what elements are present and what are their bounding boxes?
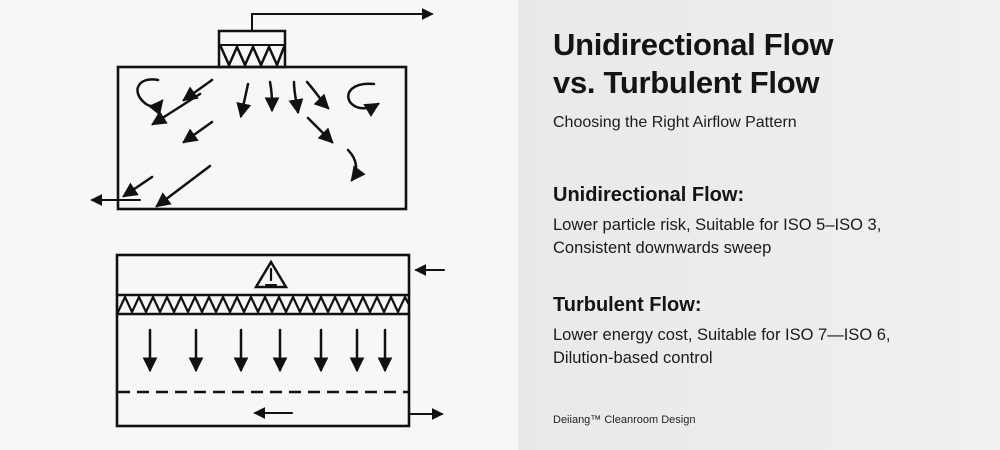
title-line-1: Unidirectional Flow [553, 27, 834, 62]
airflow-arrow [155, 164, 212, 208]
text-panel: Unidirectional Flow vs. Turbulent Flow C… [518, 0, 1000, 450]
unidirectional-flow-diagram [115, 253, 445, 428]
unidirectional-line-1: Lower particle risk, Suitable for ISO 5–… [553, 216, 882, 234]
hepa-filter-zigzag [219, 43, 286, 69]
warning-triangle-icon [253, 259, 289, 289]
brand-credit: Deiiang™ Cleanroom Design [553, 414, 696, 426]
unidirectional-room [115, 253, 411, 428]
airflow-arrow [182, 78, 214, 102]
airflow-arrow [346, 148, 366, 182]
airflow-diagrams [90, 8, 445, 428]
turbulent-room [116, 65, 408, 211]
turbulent-heading: Turbulent Flow: [553, 294, 702, 316]
turbulent-flow-diagram [90, 8, 434, 211]
unidirectional-heading: Unidirectional Flow: [553, 184, 745, 206]
diagram-canvas [90, 8, 445, 428]
turbulent-line-2: Dilution-based control [553, 349, 713, 367]
unidirectional-line-2: Consistent downwards sweep [553, 239, 772, 257]
title-line-2: vs. Turbulent Flow [553, 65, 820, 100]
swirl-arrow-left [136, 78, 164, 116]
supply-duct [251, 8, 434, 32]
airflow-arrow [288, 80, 304, 115]
airflow-arrow [305, 80, 330, 110]
swirl-arrow-right [347, 82, 380, 117]
airflow-arrow [264, 80, 280, 113]
hepa-filter-zigzag-bank [116, 294, 410, 315]
airflow-arrow [151, 92, 202, 126]
page-title: Unidirectional Flow vs. Turbulent Flow [553, 26, 983, 102]
subtitle: Choosing the Right Airflow Pattern [553, 114, 797, 131]
unidirectional-description: Lower particle risk, Suitable for ISO 5–… [553, 214, 993, 260]
turbulent-line-1: Lower energy cost, Suitable for ISO 7—IS… [553, 326, 891, 344]
airflow-arrow [236, 82, 252, 119]
turbulent-description: Lower energy cost, Suitable for ISO 7—IS… [553, 324, 993, 370]
airflow-arrow [306, 116, 334, 144]
airflow-arrow [122, 175, 154, 198]
airflow-arrow [182, 120, 214, 144]
